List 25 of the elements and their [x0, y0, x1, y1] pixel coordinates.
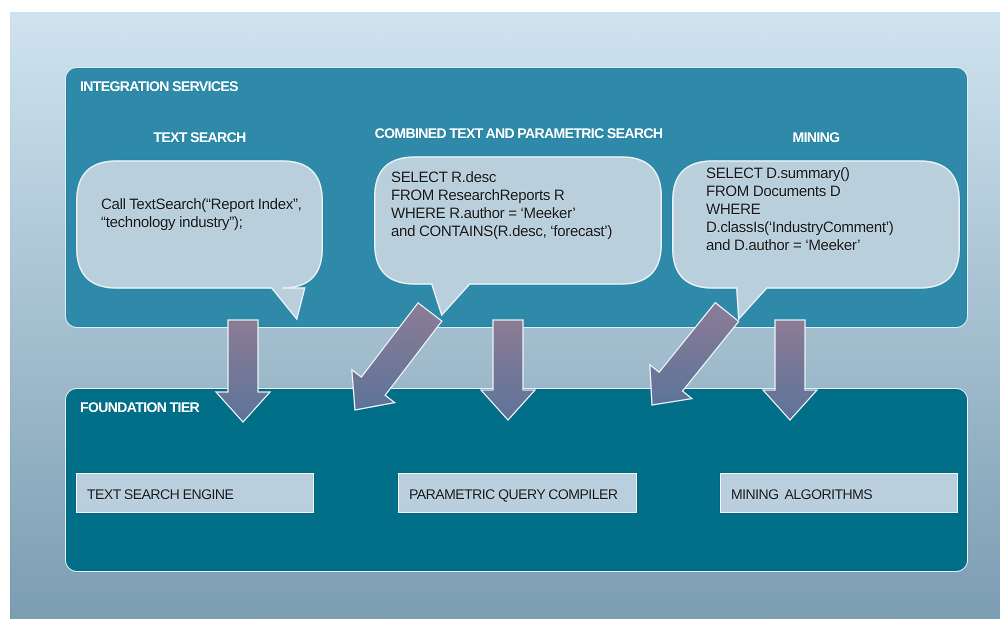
code-text: and CONTAINS(R.desc, ‘forecast’) — [391, 223, 612, 241]
code-text: SELECT D.summary() — [706, 165, 851, 183]
panel-title: FOUNDATION TIER — [80, 399, 200, 415]
arrow — [214, 319, 272, 423]
tier-panel — [65, 67, 968, 328]
code-text: SELECT R.desc — [391, 169, 498, 187]
bubble-heading: TEXT SEARCH — [152, 129, 247, 145]
bubble-heading: MINING — [792, 129, 840, 145]
tier-panel — [65, 388, 968, 572]
code-text: WHERE — [706, 201, 762, 219]
panel-title: INTEGRATION SERVICES — [80, 78, 238, 94]
arrow — [649, 302, 740, 406]
arrow — [762, 319, 818, 421]
code-text: Call TextSearch(“Report Index”, “technology industry”); — [101, 196, 303, 232]
component-box: MINING ALGORITHMS — [720, 473, 958, 513]
code-text: FROM Documents D — [706, 183, 842, 201]
arrow — [480, 319, 536, 421]
code-text: WHERE R.author = ‘Meeker’ — [391, 205, 576, 223]
component-box: TEXT SEARCH ENGINE — [76, 473, 314, 513]
code-text: FROM ResearchReports R — [391, 187, 566, 205]
component-box: PARAMETRIC QUERY COMPILER — [398, 473, 637, 513]
arrow — [351, 302, 443, 411]
code-text: and D.author = ‘Meeker’ — [706, 237, 862, 255]
bubble-heading: COMBINED TEXT AND PARAMETRIC SEARCH — [374, 125, 664, 141]
code-text: D.classIs(‘IndustryComment’) — [706, 219, 894, 237]
